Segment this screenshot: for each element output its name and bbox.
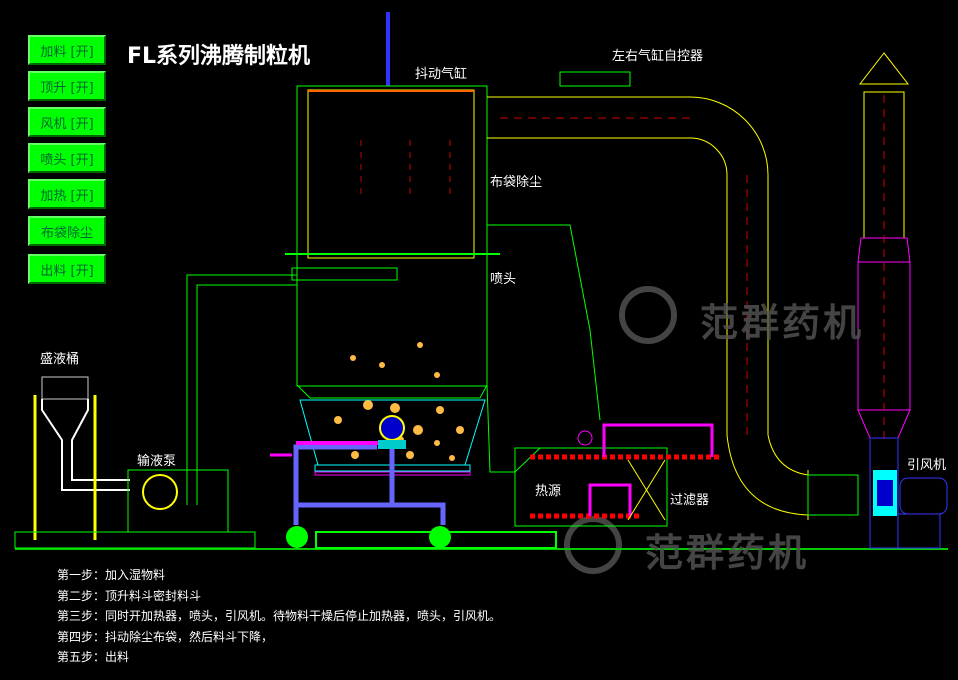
- chimney: [857, 52, 948, 549]
- feed-button[interactable]: 加料 [开]: [28, 35, 106, 65]
- lift-button[interactable]: 顶升 [开]: [28, 71, 106, 101]
- step-2: 第二步：顶升料斗密封料斗: [57, 588, 202, 603]
- page-title: FL系列沸腾制粒机: [127, 44, 311, 69]
- label-shaker-cylinder: 抖动气缸: [415, 67, 468, 82]
- step-5: 第五步：出料: [57, 650, 130, 664]
- nozzle-button[interactable]: 喷头 [开]: [28, 143, 106, 173]
- discharge-button[interactable]: 出料 [开]: [28, 254, 106, 284]
- label-lr-cylinder: 左右气缸自控器: [612, 49, 704, 64]
- label-heat-source: 热源: [535, 484, 562, 499]
- label-fan: 引风机: [907, 458, 947, 473]
- step-4: 第四步：抖动除尘布袋，然后料斗下降，: [57, 629, 274, 644]
- step-3: 第三步：同时开加热器，喷头，引风机。待物料干燥后停止加热器，喷头，引风机。: [57, 609, 502, 623]
- step-1: 第一步：加入湿物料: [57, 568, 166, 582]
- cart-frame: [270, 441, 446, 525]
- wheels: [286, 526, 451, 548]
- pump-icon: [142, 474, 178, 510]
- bag-dust-button[interactable]: 布袋除尘: [28, 216, 106, 246]
- liquid-tank: [14, 376, 256, 549]
- heat-button[interactable]: 加热 [开]: [28, 179, 106, 209]
- lr-cylinder: [559, 71, 631, 87]
- nozzle-pump-head: [379, 415, 405, 441]
- watermark-logo: [564, 286, 677, 574]
- watermark-text: 范群药机: [700, 301, 865, 345]
- label-filter: 过滤器: [670, 493, 710, 508]
- granulator-tower: [186, 12, 601, 505]
- label-liquid-tank: 盛液桶: [40, 352, 80, 367]
- step-list: 第一步：加入湿物料 第二步：顶升料斗密封料斗 第三步：同时开加热器，喷头，引风机…: [57, 565, 501, 668]
- label-pump: 输液泵: [137, 454, 177, 469]
- label-nozzle: 喷头: [490, 272, 517, 287]
- fan-button[interactable]: 风机 [开]: [28, 107, 106, 137]
- label-bag-dust: 布袋除尘: [490, 175, 543, 190]
- heat-source: [514, 423, 720, 527]
- watermark-text: 范群药机: [645, 531, 810, 575]
